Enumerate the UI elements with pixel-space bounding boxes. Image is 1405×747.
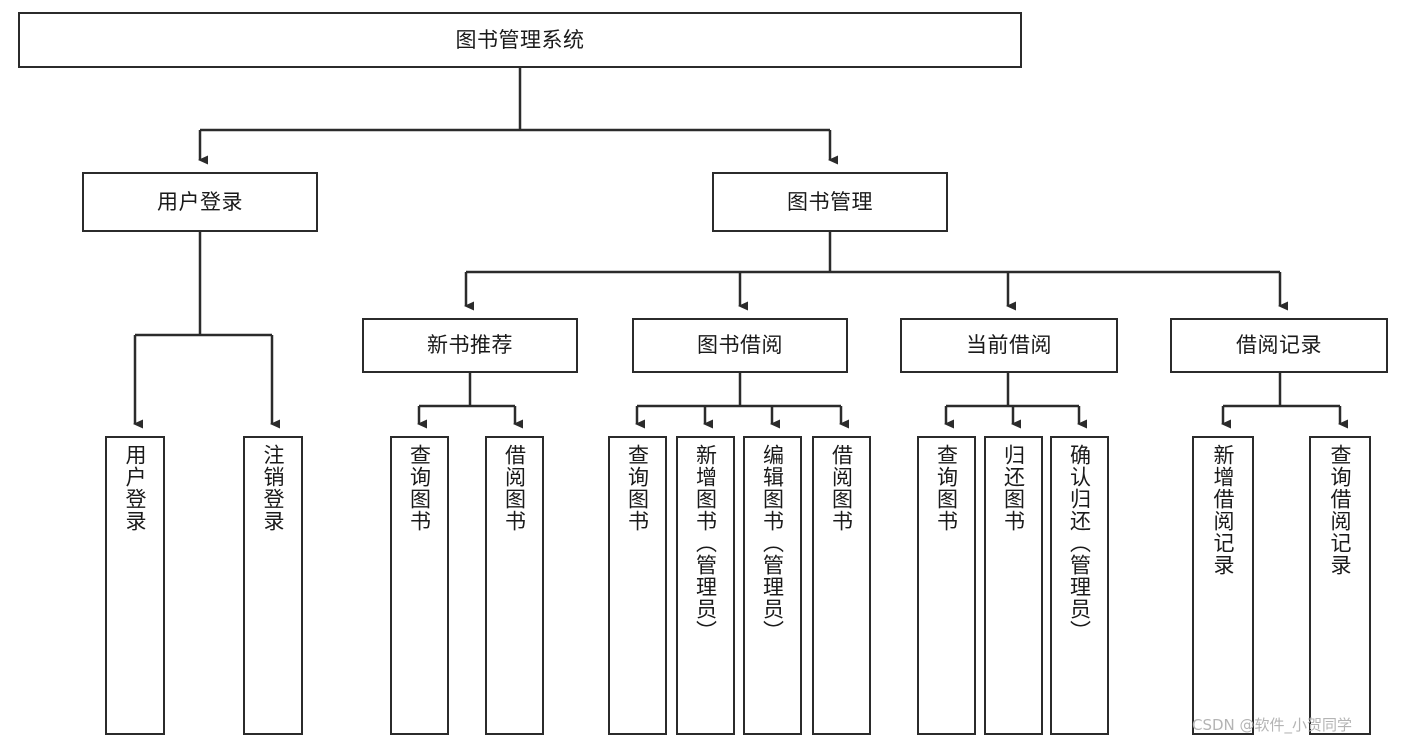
node-borrow-books-1-label: 借阅图书 [502,444,527,532]
node-borrow-record[interactable]: 借阅记录 [1170,318,1388,373]
node-return-books-label: 归还图书 [1001,444,1026,532]
node-user-logout[interactable]: 注销登录 [243,436,303,735]
node-book-borrow-label: 图书借阅 [697,333,783,358]
node-add-book-admin[interactable]: 新增图书（管理员） [676,436,735,735]
node-user-login[interactable]: 用户登录 [82,172,318,232]
node-query-books-3-label: 查询图书 [934,444,959,532]
watermark: CSDN @软件_小贺同学 [1192,716,1353,734]
node-borrow-books-2-label: 借阅图书 [829,444,854,532]
node-edit-book-admin-label: 编辑图书（管理员） [760,444,785,642]
node-query-books-3[interactable]: 查询图书 [917,436,976,735]
node-borrow-record-label: 借阅记录 [1236,333,1322,358]
node-return-books[interactable]: 归还图书 [984,436,1043,735]
node-book-admin[interactable]: 图书管理 [712,172,948,232]
node-query-borrow-record[interactable]: 查询借阅记录 [1309,436,1371,735]
node-current-borrow-label: 当前借阅 [966,333,1052,358]
node-book-borrow[interactable]: 图书借阅 [632,318,848,373]
node-root[interactable]: 图书管理系统 [18,12,1022,68]
node-query-books-2-label: 查询图书 [625,444,650,532]
node-confirm-return-admin-label: 确认归还（管理员） [1067,444,1092,642]
node-user-login-do[interactable]: 用户登录 [105,436,165,735]
node-borrow-books-2[interactable]: 借阅图书 [812,436,871,735]
node-edit-book-admin[interactable]: 编辑图书（管理员） [743,436,802,735]
node-borrow-books-1[interactable]: 借阅图书 [485,436,544,735]
node-query-books-1-label: 查询图书 [407,444,432,532]
node-new-book-recommend[interactable]: 新书推荐 [362,318,578,373]
node-add-book-admin-label: 新增图书（管理员） [693,444,718,642]
node-current-borrow[interactable]: 当前借阅 [900,318,1118,373]
node-user-login-do-label: 用户登录 [123,444,148,532]
node-query-books-1[interactable]: 查询图书 [390,436,449,735]
node-new-book-recommend-label: 新书推荐 [427,333,513,358]
node-query-books-2[interactable]: 查询图书 [608,436,667,735]
node-user-login-label: 用户登录 [157,189,243,214]
node-root-label: 图书管理系统 [455,27,585,52]
node-query-borrow-record-label: 查询借阅记录 [1328,444,1353,576]
node-confirm-return-admin[interactable]: 确认归还（管理员） [1050,436,1109,735]
node-add-borrow-record-label: 新增借阅记录 [1211,444,1236,576]
node-user-logout-label: 注销登录 [261,444,286,532]
node-add-borrow-record[interactable]: 新增借阅记录 [1192,436,1254,735]
node-book-admin-label: 图书管理 [787,189,873,214]
